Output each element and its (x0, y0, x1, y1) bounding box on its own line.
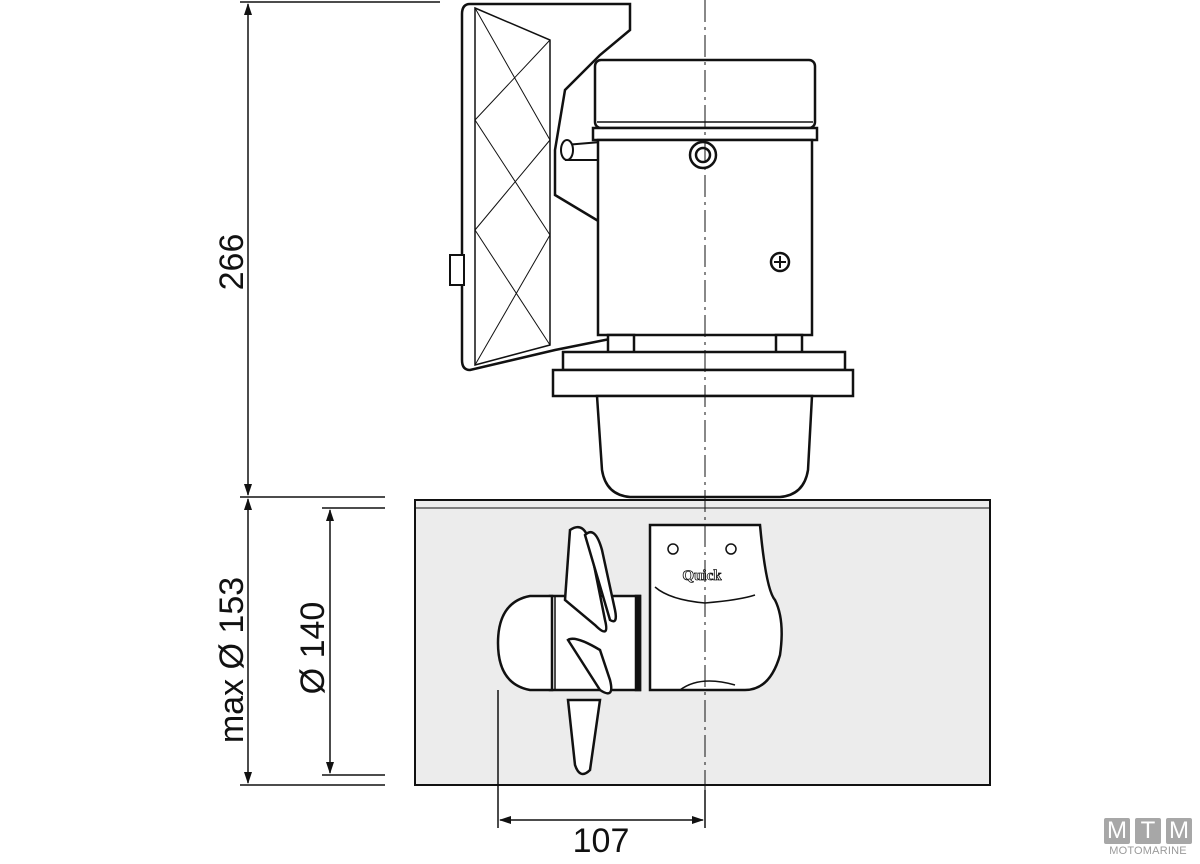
dim-tunnel-label: max Ø 153 (213, 577, 251, 743)
dimension-lines (240, 1, 706, 828)
brand-mark: Quick (682, 568, 722, 584)
logo-letter: T (1135, 818, 1161, 844)
logo-letter: M (1166, 818, 1192, 844)
logo-subtitle: MOTOMARINE (1109, 845, 1187, 857)
dim-height-label: 266 (213, 234, 251, 291)
watermark-logo: M T M MOTOMARINE (1100, 818, 1196, 857)
logo-letter: M (1104, 818, 1130, 844)
gear-leg (648, 523, 783, 692)
dim-prop-label: Ø 140 (294, 602, 332, 695)
dim-offset-label: 107 (573, 822, 630, 860)
propeller (496, 525, 642, 776)
motor (551, 58, 855, 499)
